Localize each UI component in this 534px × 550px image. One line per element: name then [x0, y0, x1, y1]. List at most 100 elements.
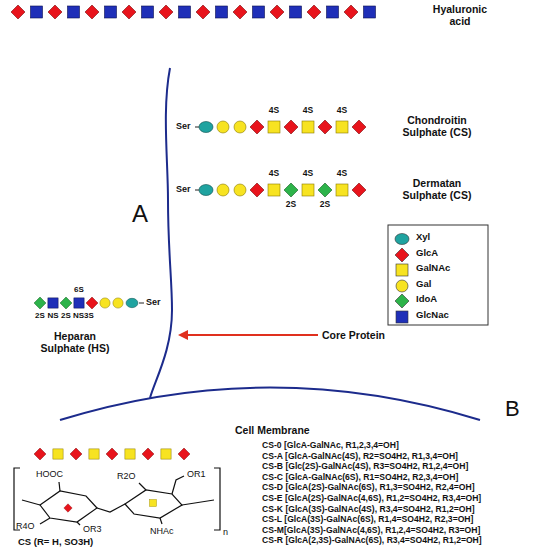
drawing-part: [77, 522, 80, 525]
drawing-part: [318, 183, 332, 197]
drawing-part: [22, 500, 40, 505]
drawing-part: [352, 183, 366, 197]
drawing-part: [250, 183, 264, 197]
drawing-part: [217, 121, 229, 133]
legend-swatch: [394, 278, 410, 294]
drawing-part: [122, 5, 136, 19]
drawing-part: [40, 491, 97, 522]
part-label: Cell Membrane: [235, 424, 310, 436]
sulfation-label: NS3S: [73, 311, 94, 320]
drawing-part: [302, 184, 314, 196]
drawing-part: [284, 183, 298, 197]
sulfation-label: 2S: [286, 200, 296, 210]
drawing-part: [48, 5, 62, 19]
drawing-part: [199, 185, 213, 196]
drawing-part: [113, 298, 123, 308]
variant-entry: CS-E [GlcA(2S)-GalNAc(4,6S), R1,2=SO4H2,…: [262, 494, 481, 504]
drawing-part: [195, 190, 199, 191]
repeat-index: n: [223, 527, 228, 537]
sulfation-label: 2S: [35, 311, 45, 320]
drawing-part: [34, 297, 46, 309]
drawing-part: [31, 6, 43, 18]
legend-text: Xyl: [416, 232, 430, 243]
drawing-part: [178, 448, 190, 460]
chondroitin-chain: [195, 120, 366, 134]
variant-entry: CS-L [GlcA(3S)-GalNAc(6S), R1,4=SO4H2, R…: [262, 515, 473, 525]
drawing-part: [172, 476, 184, 494]
residue-label: Ser: [176, 121, 191, 131]
chem-group: R2O: [117, 471, 136, 481]
legend-swatch-shape: [395, 234, 409, 245]
drawing-part: [70, 448, 82, 460]
drawing-part: [344, 5, 358, 19]
legend-swatch-shape: [395, 294, 409, 308]
drawing-part: [64, 504, 72, 512]
drawing-part: [34, 448, 46, 460]
drawing-part: [302, 121, 314, 133]
drawing-part: [40, 518, 50, 524]
chem-group: R4O: [16, 521, 35, 531]
drawing-part: [11, 5, 25, 19]
residue-label: Ser: [146, 297, 161, 307]
core-protein-pointer: [178, 330, 318, 340]
variant-entry: CS-R [GlcA(2,3S)-GalNAc(6S), R3,4=SO4H2,…: [262, 536, 482, 546]
drawing-part: [48, 298, 58, 308]
drawing-part: [364, 6, 376, 18]
sulfation-label: 4S: [337, 106, 347, 116]
variant-entry: CS-K [GlcA(3S)-GalNAc(4S), R3,4=SO4H2, R…: [262, 505, 475, 515]
drawing-part: [253, 6, 265, 18]
drawing-part: [336, 121, 348, 133]
chem-group: OR3: [83, 524, 102, 534]
drawing-part: [217, 184, 229, 196]
legend-swatch: [394, 309, 410, 325]
legend-text: IdoA: [416, 294, 437, 305]
drawing-part: [139, 483, 146, 490]
legend-text: GlcA: [416, 248, 438, 259]
drawing-part: [216, 6, 228, 18]
variant-entry: CS-C [GlcA-GalNAc(6S), R1=SO4H2, R2,3,4=…: [262, 473, 458, 483]
drawing-part: [284, 120, 298, 134]
sulfation-label: 2S: [61, 311, 71, 320]
legend-swatch: [394, 262, 410, 278]
molecule-name: Hyaluronic acid: [427, 3, 493, 27]
drawing-part: [60, 297, 72, 309]
drawing-part: [214, 468, 220, 530]
molecule-name: Dermatan Sulphate (CS): [391, 177, 483, 201]
drawing-part: [195, 127, 199, 128]
drawing-part: [182, 500, 214, 505]
drawing-part: [318, 120, 332, 134]
drawing-part: [234, 121, 246, 133]
dermatan-chain: [195, 183, 366, 197]
drawing-part: [196, 5, 210, 19]
drawing-part: [59, 482, 60, 491]
legend-swatch-shape: [396, 280, 408, 292]
residue-label: Ser: [176, 184, 191, 194]
drawing-part: [53, 449, 63, 459]
variant-entry: CS-A [GlcA-GalNAc(4S), R2=SO4H2, R1,3,4=…: [262, 452, 458, 462]
chemical-structure: [14, 468, 220, 530]
drawing-part: [68, 6, 80, 18]
drawing-part: [290, 6, 302, 18]
sulfation-label: 4S: [269, 169, 279, 179]
legend-text: GlcNac: [416, 310, 449, 321]
drawing-part: [178, 330, 188, 340]
drawing-part: [149, 499, 156, 506]
chem-group: OR1: [187, 469, 206, 479]
sulfation-label: NS: [47, 311, 58, 320]
part-label: Core Protein: [322, 329, 385, 341]
core-protein: [150, 68, 172, 398]
heparan-chain: [34, 297, 144, 309]
drawing-part: [142, 448, 154, 460]
drawing-part: [14, 468, 20, 530]
legend-swatch-shape: [396, 264, 408, 276]
drawing-part: [125, 490, 182, 518]
residue-markers: [64, 499, 157, 512]
cell-membrane: [60, 388, 480, 421]
sulfation-label: 4S: [303, 106, 313, 116]
drawing-part: [199, 122, 213, 133]
drawing-part: [105, 6, 117, 18]
legend-frame: [388, 225, 488, 325]
drawing-part: [126, 298, 138, 307]
cs-mini-chain: [34, 448, 190, 460]
